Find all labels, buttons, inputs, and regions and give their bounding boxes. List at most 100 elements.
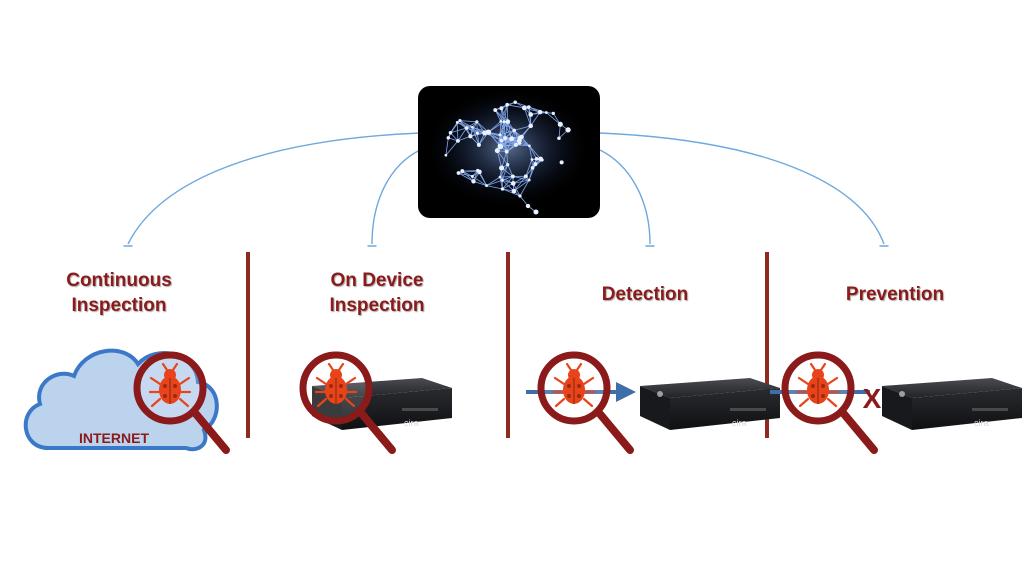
brain-node (503, 136, 508, 141)
brain-node (456, 138, 460, 143)
brain-node (534, 156, 539, 161)
internet-label: INTERNET (79, 430, 149, 446)
stage-label-line1: Continuous (66, 270, 172, 291)
brain-node (544, 111, 548, 114)
brain-link (507, 121, 513, 139)
brain-link (497, 150, 509, 165)
stage-label-line1: Detection (601, 284, 689, 305)
brain-node (470, 174, 474, 178)
brain-link (501, 164, 509, 181)
brain-link (523, 107, 532, 126)
brain-link (528, 145, 533, 160)
brain-node (523, 174, 528, 179)
brain-link (501, 108, 509, 122)
brain-link (499, 121, 505, 135)
brain-node (499, 165, 505, 171)
connector-on-device (371, 149, 421, 245)
brain-link (514, 125, 531, 131)
neural-brain-icon (418, 86, 600, 218)
brain-node (475, 120, 479, 124)
brain-node (557, 136, 561, 141)
brain-link (512, 176, 530, 181)
brain-link (503, 121, 506, 139)
brain-node (528, 112, 534, 117)
brain-node (458, 119, 462, 123)
brain-link (466, 127, 478, 134)
stage-label-line1: Prevention (845, 284, 945, 305)
brain-node (527, 178, 531, 182)
brain-link (507, 104, 525, 109)
brain-node (565, 127, 571, 133)
brain-node (519, 134, 524, 140)
brain-node (455, 121, 459, 124)
brain-node (499, 106, 504, 111)
brain-node (464, 126, 469, 130)
brain-link (456, 122, 459, 141)
brain-link (486, 185, 503, 190)
brain-link (515, 101, 529, 108)
brain-link (501, 140, 520, 144)
brain-link (500, 108, 502, 122)
brain-node (509, 136, 515, 142)
brain-node (533, 209, 539, 215)
brain-link (503, 104, 508, 122)
stage-label-line2: Inspection (71, 295, 167, 316)
brain-link (488, 121, 505, 133)
brain-link (528, 164, 536, 181)
brain-node (506, 163, 510, 167)
stage-label-line1: On Device (330, 270, 424, 291)
brain-link (494, 109, 502, 122)
brain-node (471, 179, 476, 184)
brain-link (445, 137, 449, 156)
brain-link (502, 188, 521, 197)
brain-link (503, 121, 513, 139)
brain-link (525, 159, 533, 177)
connector-continuous (127, 132, 421, 245)
brain-node (559, 160, 564, 165)
brain-node (482, 130, 488, 136)
brain-link (459, 120, 477, 123)
brain-node (526, 105, 531, 109)
network-appliance-icon: cira (640, 378, 780, 430)
magnifying-glass-icon (785, 355, 874, 450)
brain-link (494, 109, 509, 122)
brain-link (513, 176, 527, 192)
brain-node (517, 141, 522, 145)
brain-link (519, 179, 530, 197)
brain-link (501, 108, 505, 122)
brain-link (524, 107, 541, 113)
brain-node (525, 203, 531, 209)
brain-node (476, 168, 480, 173)
brain-link (546, 112, 561, 125)
brain-link (503, 121, 515, 131)
brain-link (462, 170, 478, 172)
brain-link (476, 121, 478, 134)
brain-node (518, 194, 522, 198)
brain-node (505, 102, 510, 107)
brain-node (513, 100, 517, 104)
brain-link (499, 164, 509, 178)
brain-node (460, 169, 465, 174)
brain-node (530, 165, 535, 170)
stage-label-prevention: Prevention (810, 282, 980, 307)
brain-link (445, 140, 459, 156)
brain-node (502, 120, 506, 124)
brain-node (485, 184, 489, 188)
stage-label-detection: Detection (560, 282, 730, 307)
brain-link (529, 145, 537, 160)
brain-node (500, 187, 505, 191)
brain-node (557, 121, 563, 127)
brain-link (473, 180, 487, 186)
brain-node (498, 133, 502, 137)
brain-node (522, 105, 527, 111)
brain-node (475, 131, 479, 135)
connector-detection (599, 149, 651, 245)
magnifying-glass-icon (541, 355, 630, 450)
brain-node (499, 120, 503, 123)
brain-node (528, 123, 533, 129)
brain-node (448, 130, 453, 135)
brain-node (551, 111, 555, 116)
brain-link (506, 104, 509, 122)
brain-link (494, 109, 505, 122)
